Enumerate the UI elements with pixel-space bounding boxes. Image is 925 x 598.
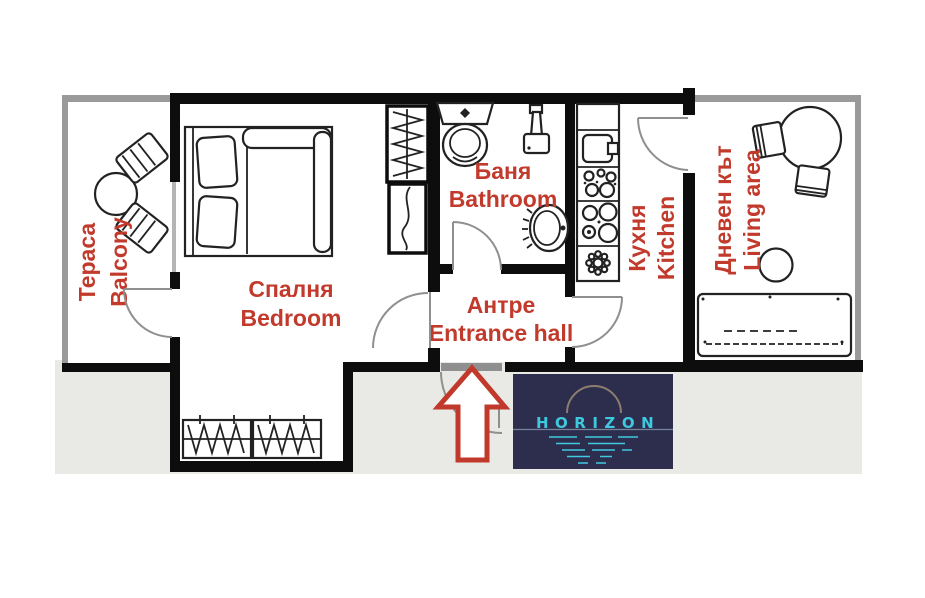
balcony-chair <box>115 202 169 254</box>
radiator <box>385 104 430 184</box>
balcony: Тераса Balcony <box>74 132 169 307</box>
entrance-label-en: Entrance hall <box>429 320 573 346</box>
fan-icon <box>585 250 611 276</box>
balcony-table <box>93 171 139 217</box>
entrance-hall: Антре Entrance hall <box>429 292 573 346</box>
kitchen-door <box>571 296 623 348</box>
balcony-window-rail <box>62 95 170 102</box>
balcony-label-en: Balcony <box>106 217 132 307</box>
living-label-bg: Дневен кът <box>710 145 736 275</box>
balcony-door <box>123 288 173 338</box>
bathroom: Баня Bathroom <box>435 101 570 253</box>
bedroom-label-en: Bedroom <box>241 305 342 331</box>
shower-mixer-icon <box>522 103 551 155</box>
living-area: Дневен кът Living area <box>696 105 853 358</box>
bedroom-door <box>372 292 431 349</box>
bedroom-radiator <box>181 415 253 460</box>
horizon-logo: HORIZON <box>513 374 673 469</box>
balcony-label-bg: Тераса <box>74 223 100 302</box>
hob-icon <box>583 168 617 199</box>
kitchen-sink-icon <box>581 133 620 164</box>
bathroom-label-en: Bathroom <box>449 186 558 212</box>
stool <box>758 247 794 283</box>
bed <box>183 125 334 258</box>
logo-brand-text: HORIZON <box>536 414 660 432</box>
living-chair <box>751 121 787 159</box>
window-rails <box>62 95 861 372</box>
sofa <box>696 292 853 358</box>
sun-arc-icon <box>566 385 622 414</box>
entrance-label-bg: Антре <box>467 292 536 318</box>
living-side-rail <box>855 95 861 367</box>
kitchen-living-door <box>637 117 689 171</box>
cooktop-icon <box>581 202 619 244</box>
balcony-chair <box>115 132 169 184</box>
kitchen-counter <box>575 102 621 283</box>
bedroom-radiator <box>251 415 323 460</box>
bedroom: Спалня Bedroom <box>181 104 430 460</box>
entrance-arrow-icon <box>432 364 511 463</box>
living-label-en: Living area <box>739 149 765 271</box>
toilet-icon <box>435 101 495 168</box>
shelf <box>387 182 428 255</box>
balcony-side-rail <box>62 95 68 372</box>
bathroom-door <box>452 221 502 271</box>
water-reflection-icon <box>549 436 638 464</box>
sink-icon <box>522 203 570 253</box>
kitchen: Кухня Kitchen <box>575 102 679 283</box>
dining-table <box>777 105 843 171</box>
kitchen-label-en: Kitchen <box>653 196 679 280</box>
logo-background <box>513 374 673 469</box>
bathroom-label-bg: Баня <box>475 158 532 184</box>
living-window-rail <box>695 95 855 102</box>
walls <box>62 88 863 472</box>
kitchen-label-bg: Кухня <box>624 204 650 271</box>
living-chair <box>794 164 831 198</box>
bedroom-label-bg: Спалня <box>248 276 333 302</box>
bedroom-balcony-window <box>172 182 176 272</box>
